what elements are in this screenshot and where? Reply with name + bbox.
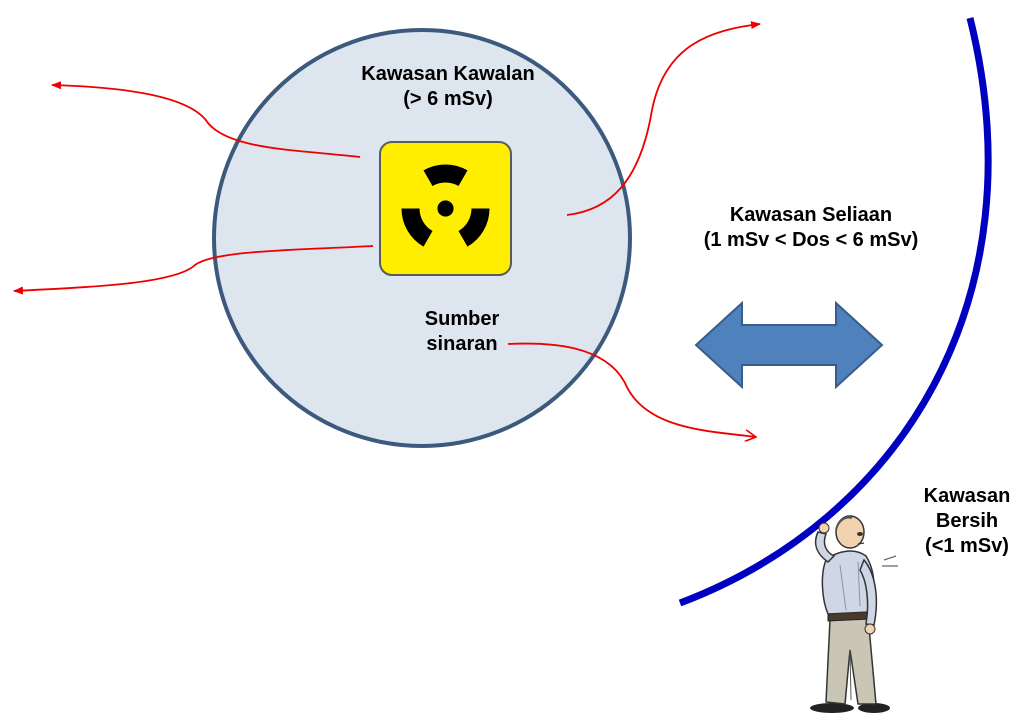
- clean-zone-line2: Bersih: [935, 510, 999, 532]
- worker-figure-icon: [810, 515, 898, 713]
- clean-zone-dose: (<1 mSv): [925, 535, 1009, 557]
- supervised-zone-dose: (1 mSv < Dos < 6 mSv): [703, 229, 919, 251]
- radiation-source-label: Sumber sinaran: [396, 307, 528, 357]
- supervised-zone-name: Kawasan Seliaan: [729, 204, 893, 226]
- double-headed-arrow-icon: [694, 300, 884, 390]
- radiation-source-line1: Sumber: [424, 308, 500, 330]
- clean-zone-line1: Kawasan: [923, 485, 1011, 507]
- supervised-zone-label: Kawasan Seliaan (1 mSv < Dos < 6 mSv): [656, 203, 966, 253]
- clean-zone-label: Kawasan Bersih (<1 mSv): [918, 484, 1016, 559]
- radiation-source-line2: sinaran: [426, 333, 498, 355]
- controlled-zone-label: Kawasan Kawalan (> 6 mSv): [338, 62, 558, 112]
- radiation-ray-upper-left: [51, 81, 361, 158]
- radiation-trefoil-icon: [379, 141, 512, 276]
- clean-zone-boundary: [678, 17, 992, 607]
- radiation-ray-upper-right: [566, 21, 761, 216]
- radiation-ray-lower-right: [507, 342, 756, 437]
- controlled-zone-name: Kawasan Kawalan: [361, 63, 535, 85]
- radiation-ray-lower-left: [13, 245, 374, 295]
- controlled-zone-dose: (> 6 mSv): [403, 88, 493, 110]
